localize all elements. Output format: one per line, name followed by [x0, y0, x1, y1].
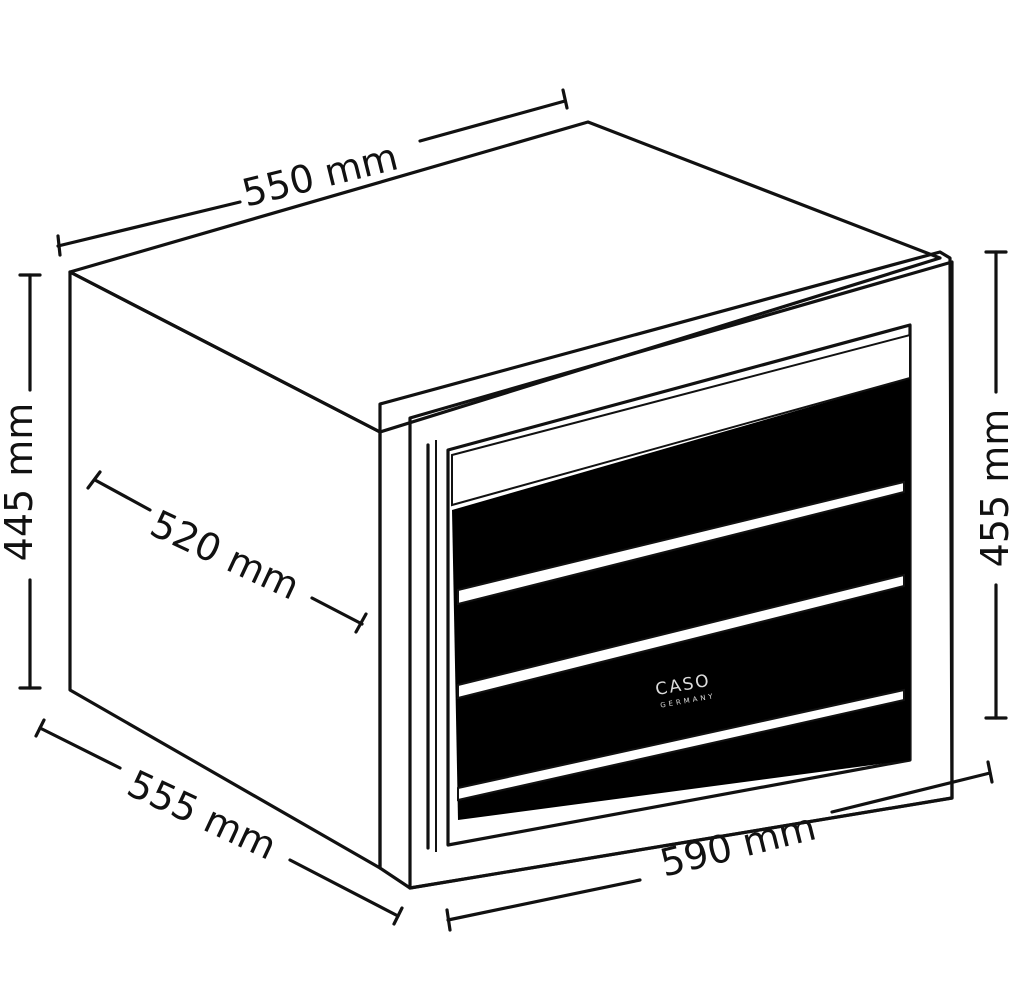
label-right-height: 455 mm: [973, 409, 1017, 568]
shelf-2: [457, 573, 905, 700]
label-bottom-depth: 555 mm: [121, 762, 283, 869]
label-left-height: 445 mm: [0, 403, 41, 562]
dimension-lines: [18, 88, 1008, 932]
shelf-1: [457, 480, 905, 606]
label-top-width: 550 mm: [238, 134, 403, 215]
shelf-3: [457, 688, 905, 802]
glass-dark-area: [452, 378, 910, 820]
label-inner-depth: 520 mm: [144, 502, 306, 609]
label-bottom-width: 590 mm: [656, 804, 821, 885]
glass-panel: [451, 333, 911, 820]
